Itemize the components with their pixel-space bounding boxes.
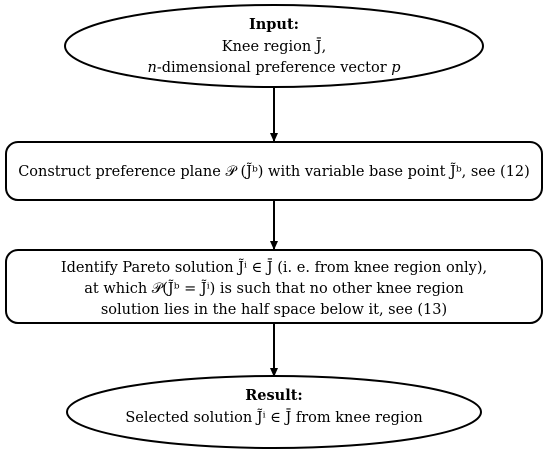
step2-line2: at which 𝒫(J̃ᵇ = J̃ⁱ) is such that no ot…: [84, 279, 464, 297]
input-line2: n-dimensional preference vector p: [147, 60, 400, 76]
step2-line1: Identify Pareto solution J̃ⁱ ∈ J̄ (i. e.…: [61, 258, 487, 276]
result-line1: Selected solution J̃ⁱ ∈ J̄ from knee reg…: [125, 408, 422, 426]
result-ellipse: [66, 375, 482, 449]
step1-text: Construct preference plane 𝒫 (J̃ᵇ) with …: [18, 162, 530, 180]
input-title: Input:: [249, 16, 299, 33]
input-line2-var: n: [147, 60, 156, 76]
step2-line3: solution lies in the half space below it…: [101, 302, 447, 318]
input-line2-p: p: [391, 60, 400, 76]
input-line1: Knee region J̄,: [222, 37, 326, 55]
input-line2-rest: -dimensional preference vector: [157, 60, 391, 76]
result-title: Result:: [245, 387, 303, 404]
